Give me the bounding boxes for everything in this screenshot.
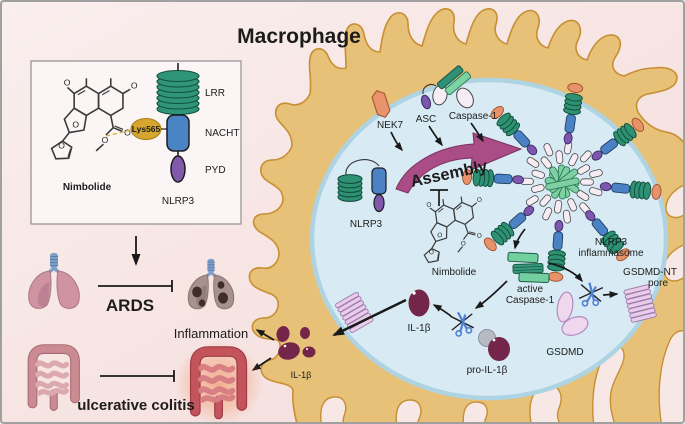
nek7-protein [371, 90, 391, 118]
healthy-intestine [32, 349, 75, 407]
gsdmdnt-label-1: GSDMD-NT [623, 267, 677, 278]
asc-label: ASC [416, 114, 437, 125]
gsdmd-protein [556, 291, 589, 336]
nacht-label: NACHT [205, 128, 239, 139]
figure-title: Macrophage [237, 25, 361, 48]
nek7-label: NEK7 [377, 120, 404, 131]
pyd-label: PYD [205, 165, 226, 176]
assembly-arrow [395, 132, 523, 194]
il1b-label: IL-1β [408, 323, 431, 334]
ards-label: ARDS [106, 296, 154, 315]
inset-nlrp3-label: NLRP3 [162, 196, 195, 207]
pathway-arrows [390, 122, 619, 317]
caspase1-label: Caspase-1 [449, 111, 498, 122]
asc-protein [420, 83, 448, 110]
colitis-label: ulcerative colitis [77, 397, 195, 414]
active-caspase1 [507, 251, 550, 283]
macrophage-body [248, 8, 683, 422]
inflammasome-label-2: inflammasome [578, 248, 643, 259]
caspase1-protein [437, 65, 474, 109]
cell-nimbolide-label: Nimbolide [432, 267, 477, 278]
inflammation-label: Inflammation [174, 326, 248, 341]
inhibition-tbar [430, 189, 448, 206]
il1b-protein [408, 289, 430, 317]
active-caspase-label-1: active [517, 284, 544, 295]
inflammasome-label-1: NLRP3 [595, 237, 628, 248]
il1b-cluster [276, 326, 316, 360]
lrr-domain [156, 69, 200, 116]
pro-il1b-protein [478, 329, 510, 361]
lrr-label: LRR [205, 88, 225, 99]
il1b-export-arrow [332, 298, 407, 337]
lys565-label: Lys565 [132, 124, 161, 134]
colitis-inhibition-line [100, 370, 175, 382]
gsdmdnt-label-2: pore [648, 278, 668, 289]
pro-il1b-label: pro-IL-1β [467, 365, 508, 376]
inset-panel [30, 60, 242, 225]
active-caspase-label-2: Caspase-1 [506, 295, 555, 306]
ards-inhibition-line [98, 280, 173, 292]
nlrp3-monomer-label: NLRP3 [350, 219, 383, 230]
covalent-bond-line [105, 129, 132, 137]
nacht-domain [166, 114, 190, 152]
nlrp3-monomer [337, 159, 387, 213]
il1b-cluster-label: IL-1β [291, 370, 312, 380]
gsdmd-label: GSDMD [546, 347, 583, 358]
inset-nimbolide-label: Nimbolide [63, 182, 112, 193]
lung-lesions [192, 281, 228, 307]
pyd-domain [170, 155, 186, 183]
healthy-lungs [28, 252, 80, 309]
